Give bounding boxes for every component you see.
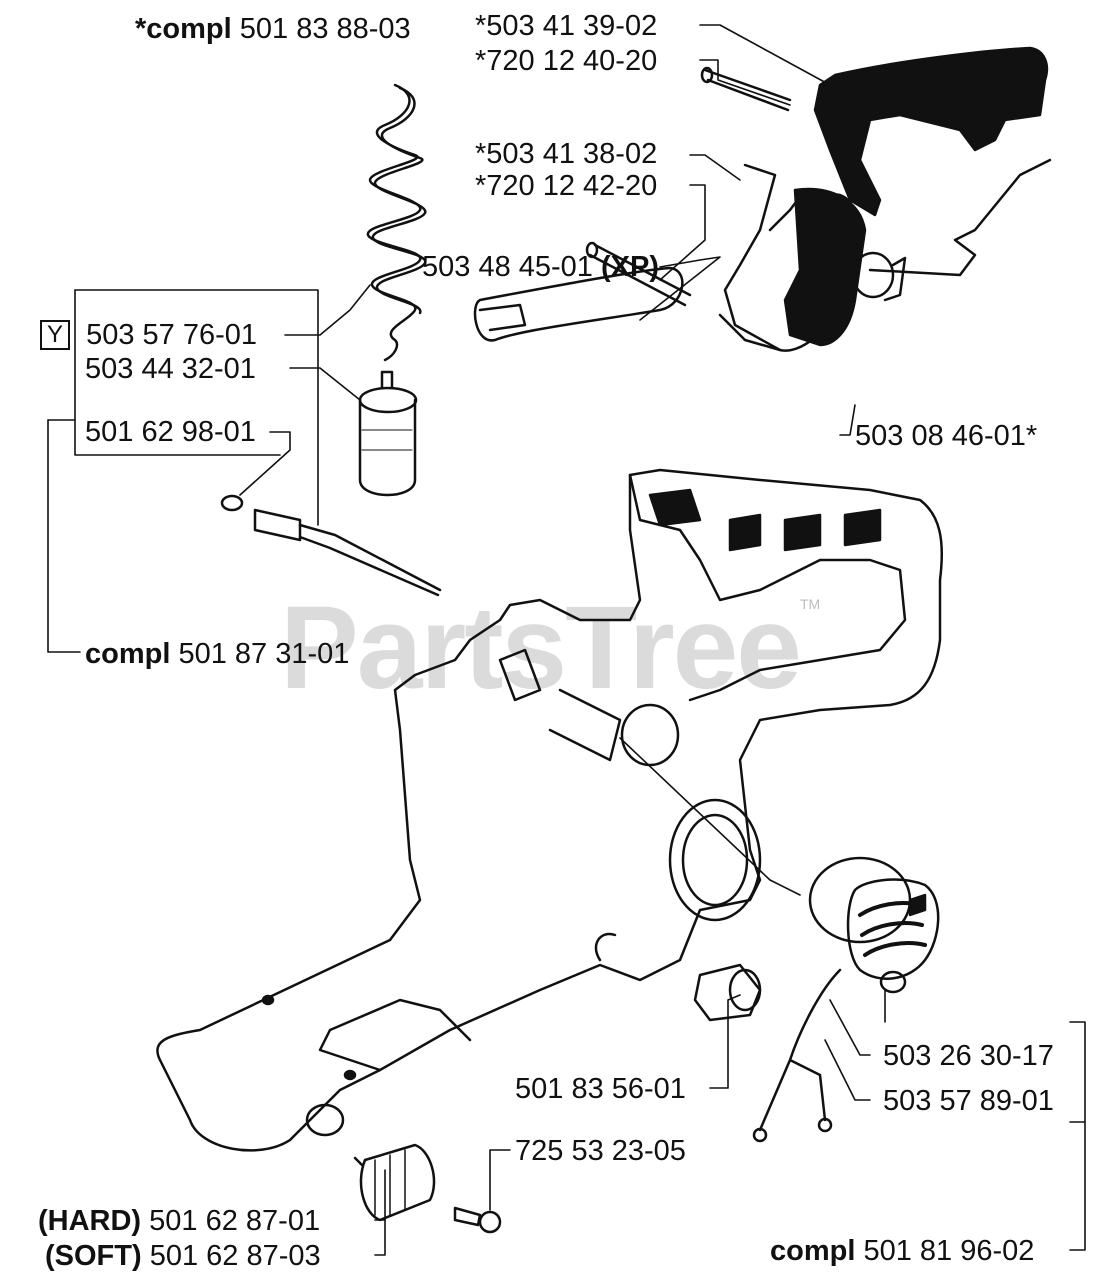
- screw-part: [453, 1206, 502, 1234]
- label-503-41-38-02: *503 41 38-02: [475, 138, 658, 170]
- part-number: 503 48 45-01: [422, 251, 593, 283]
- label-503-57-76-01: Y 503 57 76-01: [40, 320, 257, 350]
- part-number: 501 62 87-01: [149, 1205, 321, 1237]
- label-compl-501-87-31-01: compl 501 87 31-01: [85, 640, 349, 669]
- label-503-44-32-01: 503 44 32-01: [85, 353, 256, 385]
- fuel-filter-part: [358, 370, 418, 497]
- throttle-lockout-part: [700, 46, 1049, 217]
- bushing-part: [693, 963, 762, 1022]
- part-number: 501 81 96-02: [863, 1235, 1035, 1267]
- label-compl-501-81-96-02: compl 501 81 96-02: [770, 1237, 1034, 1266]
- label-prefix: *compl: [135, 13, 232, 45]
- leader-lines: [47, 24, 1086, 1256]
- part-number: 501 83 88-03: [239, 13, 411, 45]
- label-prefix: (HARD): [38, 1205, 142, 1237]
- label-soft-501-62-87-03: (SOFT) 501 62 87-03: [45, 1242, 321, 1271]
- label-prefix: (SOFT): [45, 1240, 142, 1272]
- label-503-48-45-01-xp: 503 48 45-01 (XP): [422, 253, 659, 282]
- label-prefix: compl: [85, 638, 171, 670]
- label-725-53-23-05: 725 53 23-05: [515, 1135, 686, 1167]
- chain-adjuster-part: [353, 1143, 436, 1222]
- pin-part: [851, 158, 1052, 302]
- label-suffix: (XP): [601, 251, 659, 283]
- spring-part: [366, 83, 427, 362]
- label-hard-501-62-87-01: (HARD) 501 62 87-01: [38, 1207, 320, 1236]
- label-501-62-98-01: 501 62 98-01: [85, 416, 256, 448]
- tank-housing-part: [156, 468, 944, 1152]
- trademark-mark: TM: [800, 596, 821, 612]
- throttle-trigger-part: [783, 187, 867, 347]
- label-prefix: compl: [770, 1235, 856, 1267]
- label-720-12-40-20: *720 12 40-20: [475, 45, 658, 77]
- label-compl-501-83-88-03: *compl 501 83 88-03: [135, 15, 411, 44]
- handle-pad-part: [473, 266, 684, 342]
- label-501-83-56-01: 501 83 56-01: [515, 1073, 686, 1105]
- boxed-y-marker: Y: [40, 320, 71, 350]
- part-number: 503 57 76-01: [86, 319, 258, 351]
- label-503-08-46-01: 503 08 46-01*: [855, 420, 1038, 452]
- label-503-41-39-02: *503 41 39-02: [475, 10, 658, 42]
- part-number: 501 87 31-01: [178, 638, 350, 670]
- label-503-26-30-17: 503 26 30-17: [883, 1040, 1054, 1072]
- part-number: 501 62 87-03: [149, 1240, 321, 1272]
- oil-cap-part: [752, 856, 940, 1143]
- label-503-57-89-01: 503 57 89-01: [883, 1085, 1054, 1117]
- oil-pump-piston-part: [220, 494, 442, 597]
- label-720-12-42-20: *720 12 42-20: [475, 170, 658, 202]
